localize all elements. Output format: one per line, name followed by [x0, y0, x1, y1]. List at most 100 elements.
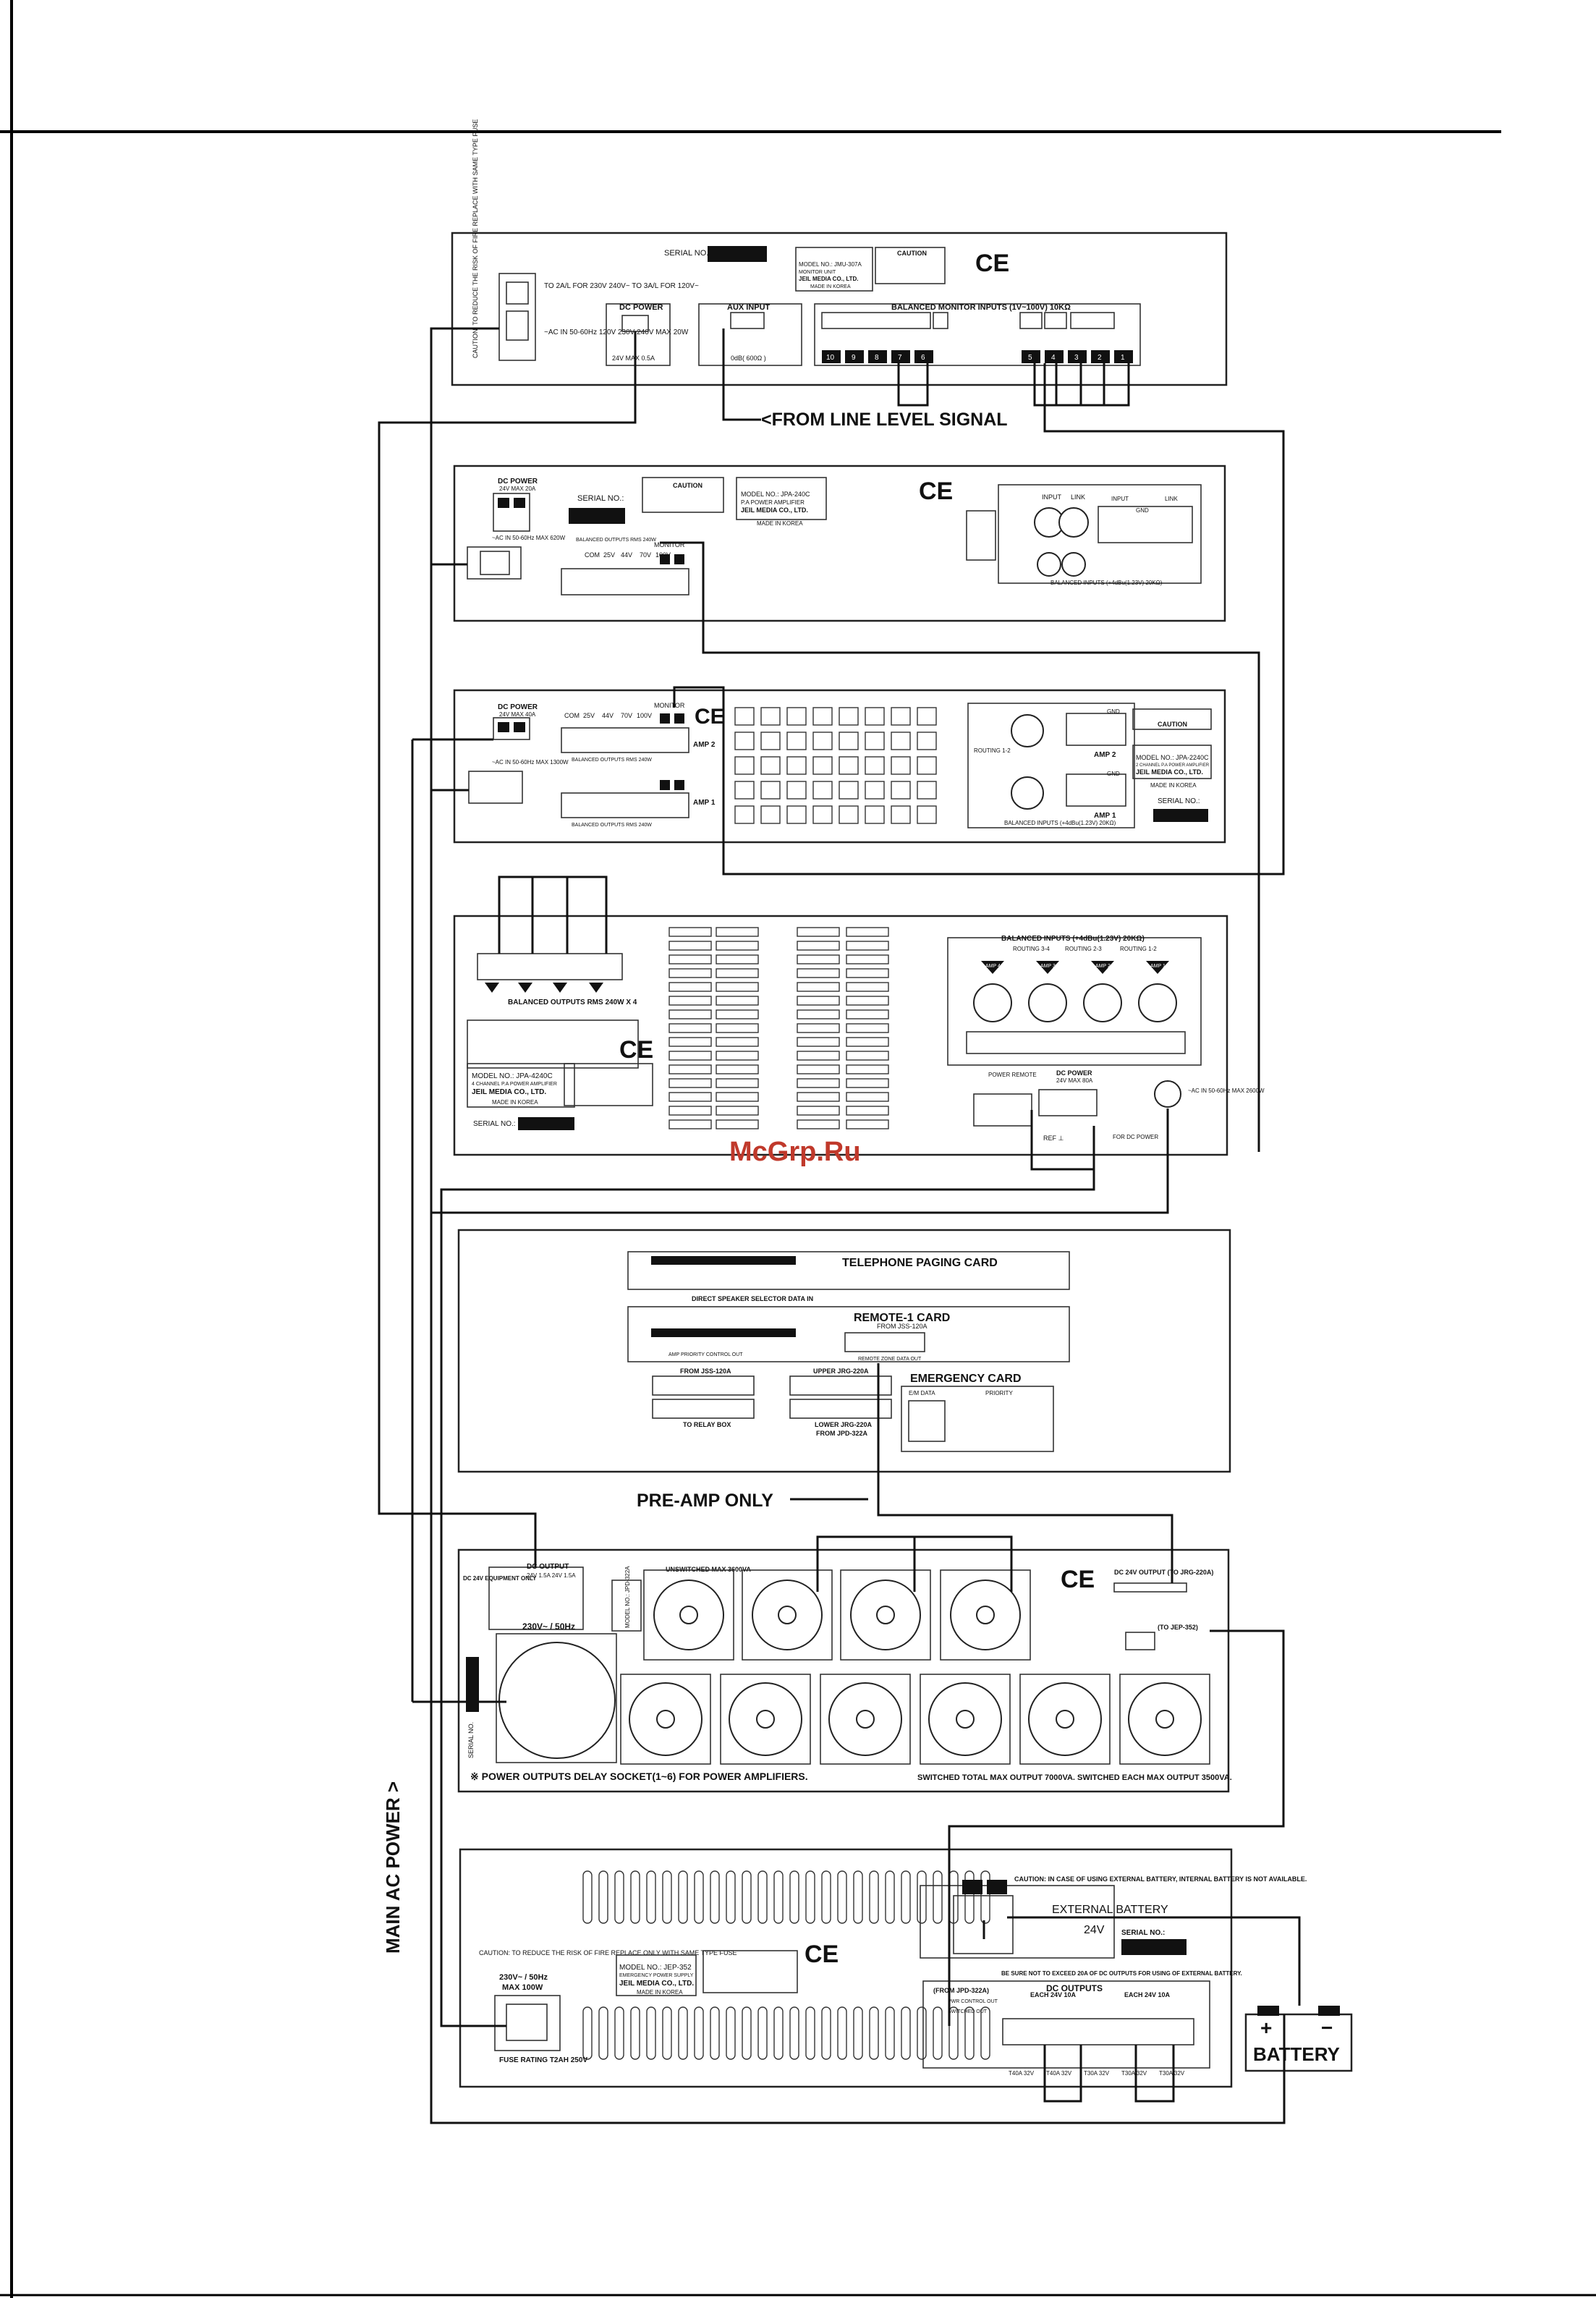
pd-dc-spec: 24V 1.5A 24V 1.5A — [527, 1572, 576, 1579]
amp2240-ce: CE — [695, 705, 725, 729]
vent-slot — [846, 1078, 889, 1088]
vent-slot — [614, 2006, 624, 2060]
vent-slot — [846, 927, 889, 937]
vent-slot — [598, 1870, 608, 1924]
amp4240-dc-note: FOR DC POWER — [1113, 1134, 1158, 1140]
vent-slot — [760, 781, 781, 800]
amp240-model-sub: P.A POWER AMPLIFIER — [741, 499, 805, 506]
eps-fuse-2: T40A 32V — [1046, 2070, 1072, 2077]
amp4240-model-sub: 4 CHANNEL P.A POWER AMPLIFIER — [472, 1082, 557, 1087]
monitor-made: MADE IN KOREA — [810, 284, 851, 289]
vent-slot — [614, 1870, 624, 1924]
amp240-balanced-in: BALANCED INPUTS (+4dBu(1.23V) 20KΩ) — [1050, 580, 1163, 586]
vent-slot — [812, 732, 833, 750]
vent-slot — [786, 756, 807, 775]
vent-slot — [773, 2006, 784, 2060]
pd-dc-output: DC OUTPUT — [527, 1563, 569, 1571]
battery-minus: − — [1321, 2017, 1333, 2039]
amp4240-routing-12: ROUTING 1-2 — [1120, 946, 1157, 952]
vent-slot — [885, 1870, 895, 1924]
amp4240-routing-34: ROUTING 3-4 — [1013, 946, 1050, 952]
eps-fuse-3: T30A 32V — [1084, 2070, 1110, 2077]
eps-model: MODEL NO.: JEP-352 — [619, 1964, 692, 1972]
watermark: McGrp.Ru — [729, 1137, 861, 1167]
vent-slot — [797, 1009, 840, 1019]
monitor-ch-8: 8 — [875, 354, 879, 362]
monitor-ch-5: 5 — [1028, 354, 1032, 362]
monitor-ch-6: 6 — [921, 354, 925, 362]
vent-slot — [694, 2006, 704, 2060]
vent-slot — [901, 2006, 911, 2060]
amp2240-routing: ROUTING 1-2 — [974, 747, 1011, 754]
amp2240-model: MODEL NO.: JPA-2240C — [1136, 754, 1209, 761]
vent-slot — [760, 732, 781, 750]
amp2240-gnd-2: GND — [1107, 708, 1120, 715]
vent-slot — [846, 1106, 889, 1116]
vent-slot — [668, 954, 712, 964]
vent-slot — [797, 1092, 840, 1102]
monitor-ch-2: 2 — [1098, 354, 1102, 362]
vent-slot — [837, 1870, 847, 1924]
monitor-ch-4: 4 — [1051, 354, 1056, 362]
amp240-link2: LINK — [1165, 496, 1178, 502]
main-ac-power-label: MAIN AC POWER > — [382, 1781, 404, 1954]
amp-2240c-unit: DC POWER 24V MAX 40A ~AC IN 50-60Hz MAX … — [453, 689, 1226, 844]
vent-slot — [582, 2006, 593, 2060]
eps-fuse-4: T30A 32V — [1121, 2070, 1147, 2077]
direct-selector-label: DIRECT SPEAKER SELECTOR DATA IN — [692, 1295, 813, 1302]
vent-slot — [846, 968, 889, 978]
monitor-maker: JEIL MEDIA CO., LTD. — [799, 276, 859, 282]
monitor-serial-box — [708, 246, 767, 262]
vent-slot — [964, 1870, 975, 1924]
monitor-model-sub: MONITOR UNIT — [799, 270, 836, 275]
monitor-ce: CE — [975, 250, 1009, 277]
vent-slot — [734, 756, 755, 775]
amp240-model: MODEL NO.: JPA-240C — [741, 491, 810, 498]
telephone-dip — [651, 1256, 796, 1265]
monitor-ch-3: 3 — [1074, 354, 1079, 362]
line-level-callout: <FROM LINE LEVEL SIGNAL — [761, 410, 1008, 430]
amp2240-tap-44: 44V — [602, 712, 614, 719]
amp240-maker: JEIL MEDIA CO., LTD. — [741, 506, 808, 514]
vent-slot — [797, 968, 840, 978]
vent-slot — [869, 2006, 879, 2060]
amp-4240c-unit: BALANCED OUTPUTS RMS 240W X 4 MODEL NO.:… — [453, 915, 1265, 1156]
vent-slot — [716, 1119, 759, 1129]
vent-slot — [933, 2006, 943, 2060]
amp2240-amp2-right: AMP 2 — [1094, 751, 1116, 759]
amp4240-dc-spec: 24V MAX 80A — [1056, 1077, 1093, 1084]
remote-from: FROM JSS-120A — [877, 1323, 928, 1330]
monitor-ch-7: 7 — [898, 354, 902, 362]
amp2240-balanced-out-1: BALANCED OUTPUTS RMS 240W — [572, 823, 652, 828]
eps-made: MADE IN KOREA — [637, 1989, 683, 1996]
vent-slot — [646, 2006, 656, 2060]
vent-slot — [917, 781, 937, 800]
monitor-channel-row: 10 9 8 7 6 5 4 3 2 1 — [822, 350, 1133, 363]
socket-pin — [856, 1710, 875, 1729]
eps-ac-in: 230V~ / 50Hz — [499, 1973, 548, 1982]
amp2240-amp1-right: AMP 1 — [1094, 812, 1116, 820]
vent-slot — [797, 1023, 840, 1033]
eps-ce: CE — [805, 1941, 839, 1968]
eps-ext-battery: EXTERNAL BATTERY — [1052, 1904, 1168, 1916]
amp240-balanced-out: BALANCED OUTPUTS RMS 240W — [576, 538, 656, 543]
amp2240-tap-70: 70V — [621, 712, 632, 719]
amp4240-output-markers — [485, 983, 603, 993]
socket-pin — [1056, 1710, 1074, 1729]
amp2240-serial-label: SERIAL NO.: — [1158, 797, 1200, 805]
amp-240c-unit: DC POWER 24V MAX 20A SERIAL NO.: CAUTION… — [453, 465, 1226, 622]
pd-upper-sockets — [643, 1569, 1031, 1661]
vent-slot — [668, 982, 712, 992]
pd-dc-24v-only: DC 24V EQUIPMENT ONLY — [463, 1575, 537, 1582]
vent-slot — [901, 1870, 911, 1924]
amp4240-ref: REF ⊥ — [1043, 1135, 1064, 1142]
vent-slot — [716, 968, 759, 978]
vent-slot — [797, 927, 840, 937]
pd-serial-box — [466, 1657, 479, 1712]
monitor-unit: CAUTION: TO REDUCE THE RISK OF FIRE REPL… — [451, 119, 1228, 386]
amp240-link: LINK — [1071, 493, 1085, 501]
socket-frame — [742, 1569, 833, 1661]
vent-slot — [891, 707, 911, 726]
vent-slot — [662, 1870, 672, 1924]
